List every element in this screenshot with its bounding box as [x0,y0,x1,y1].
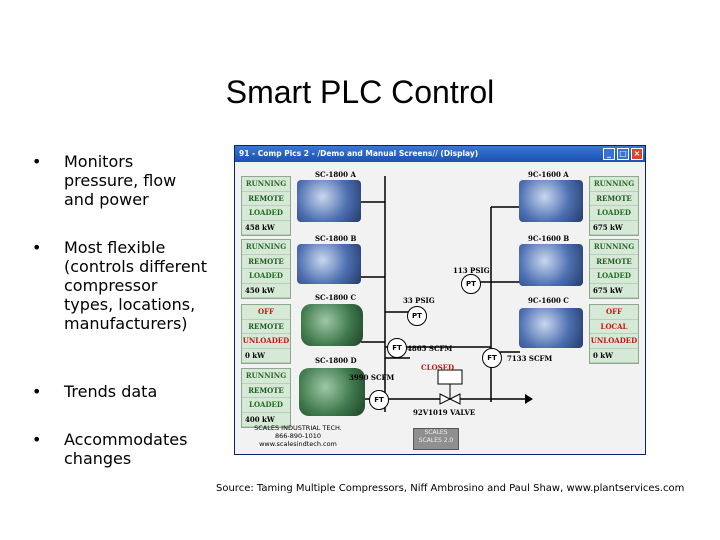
status-panel-9c1600b: RUNNING REMOTE LOADED 675 kW [589,239,639,299]
valve-label: 92V1019 VALVE [413,408,476,417]
kw-text: 458 kW [242,221,290,235]
load-text: LOADED [242,206,290,221]
pressure-reading: 33 PSIG [403,296,435,305]
unit-label: 9C-1600 B [528,234,570,243]
mode-text: REMOTE [242,384,290,398]
status-text: RUNNING [242,177,290,192]
mode-text: REMOTE [242,192,290,206]
unit-label: SC-1800 C [315,293,357,302]
bullet-dot: • [32,430,42,449]
slide-title: Smart PLC Control [225,74,495,110]
status-text: OFF [242,305,290,320]
unit-label: SC-1800 A [315,170,356,179]
status-panel-sc1800a: RUNNING REMOTE LOADED 458 kW [241,176,291,236]
kw-text: 400 kW [242,413,290,427]
company-info: SCALES INDUSTRIAL TECH. 866-890-1010 www… [243,424,353,448]
bullet-dot: • [32,238,42,257]
kw-text: 450 kW [242,284,290,298]
compressor-icon [519,244,583,286]
mode-text: REMOTE [242,255,290,269]
pressure-transmitter-icon: PT [461,274,481,294]
flow-reading: 7133 SCFM [507,354,553,363]
pressure-transmitter-icon: PT [407,306,427,326]
kw-text: 0 kW [242,349,290,363]
flow-reading: 3990 SCFM [349,373,395,382]
status-panel-9c1600a: RUNNING REMOTE LOADED 675 kW [589,176,639,236]
load-text: LOADED [590,206,638,221]
load-text: LOADED [590,269,638,284]
compressor-icon [299,368,365,416]
load-text: LOADED [242,269,290,284]
screen-button-line: SCALES 2.0 [418,437,454,444]
status-text: RUNNING [590,177,638,192]
kw-text: 675 kW [590,284,638,298]
bullet-text: Most flexible (controls different compre… [64,238,208,333]
mode-text: REMOTE [242,320,290,334]
compressor-icon [297,180,361,222]
minimize-icon[interactable]: _ [603,148,615,160]
load-text: UNLOADED [242,334,290,349]
flow-reading: 4865 SCFM [407,344,453,353]
pressure-reading: 113 PSIG [453,266,490,275]
bullet-item: • Accommodates changes [30,430,210,468]
bullet-text: Accommodates changes [64,430,188,468]
unit-label: SC-1800 D [315,356,357,365]
screen-button-line: SCALES [424,429,448,436]
flow-transmitter-icon: FT [482,348,502,368]
unit-label: SC-1800 B [315,234,357,243]
company-web: www.scalesindtech.com [259,440,337,448]
status-text: RUNNING [242,369,290,384]
bullet-text: Trends data [64,382,158,401]
maximize-icon[interactable]: □ [617,148,629,160]
company-phone: 866-890-1010 [274,432,322,440]
bullet-dot: • [32,382,42,401]
status-text: OFF [590,305,638,320]
load-text: UNLOADED [590,334,638,349]
unit-label: 9C-1600 A [528,170,569,179]
status-text: RUNNING [590,240,638,255]
window-title: 91 - Comp Pics 2 - /Demo and Manual Scre… [239,149,479,158]
flow-transmitter-icon: FT [369,390,389,410]
status-text: RUNNING [242,240,290,255]
mode-text: LOCAL [590,320,638,334]
kw-text: 675 kW [590,221,638,235]
unit-label: 9C-1600 C [528,296,569,305]
screen-button[interactable]: SCALES SCALES 2.0 [413,428,459,450]
hmi-screenshot-window: 91 - Comp Pics 2 - /Demo and Manual Scre… [234,145,646,455]
bullet-item: • Monitors pressure, flow and power [30,152,210,209]
compressor-icon [297,244,361,284]
valve-state: CLOSED [421,363,455,372]
source-citation: Source: Taming Multiple Compressors, Nif… [216,483,685,494]
flow-transmitter-icon: FT [387,338,407,358]
kw-text: 0 kW [590,349,638,363]
bullet-item: • Most flexible (controls different compr… [30,238,210,333]
load-text: LOADED [242,398,290,413]
piping-diagram [361,176,533,412]
flow-arrow-icon [525,394,533,404]
bullet-item: • Trends data [30,382,210,401]
status-panel-sc1800b: RUNNING REMOTE LOADED 450 kW [241,239,291,299]
valve-icon [439,393,452,405]
compressor-icon [519,308,583,348]
compressor-icon [301,304,363,346]
compressor-icon [519,180,583,222]
company-name: SCALES INDUSTRIAL TECH. [254,424,342,432]
status-panel-sc1800d: RUNNING REMOTE LOADED 400 kW [241,368,291,428]
window-title-bar: 91 - Comp Pics 2 - /Demo and Manual Scre… [235,146,645,162]
mode-text: REMOTE [590,192,638,206]
status-panel-sc1800c: OFF REMOTE UNLOADED 0 kW [241,304,291,364]
close-icon[interactable]: × [631,148,643,160]
mode-text: REMOTE [590,255,638,269]
bullet-dot: • [32,152,42,171]
status-panel-9c1600c: OFF LOCAL UNLOADED 0 kW [589,304,639,364]
bullet-text: Monitors pressure, flow and power [64,152,177,209]
